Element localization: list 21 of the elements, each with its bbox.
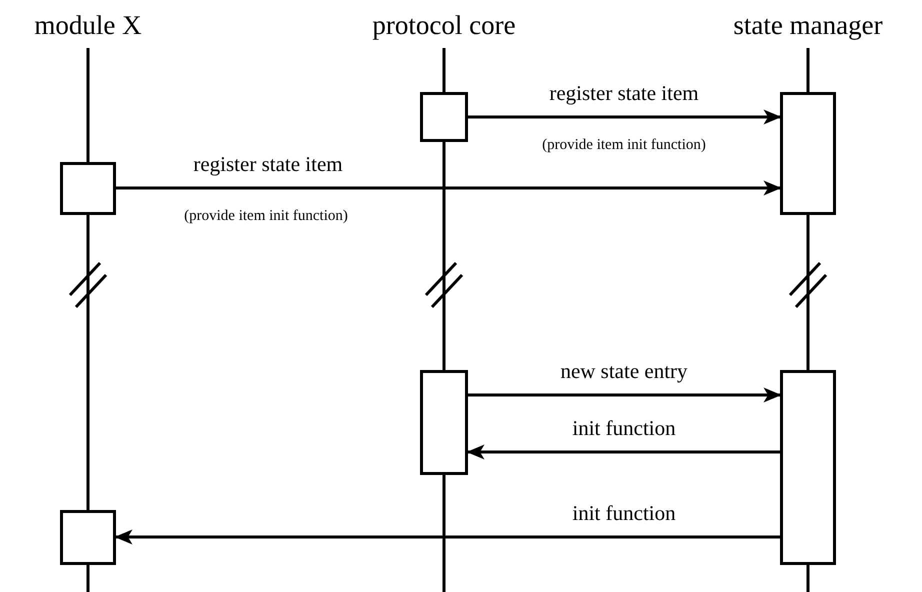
activation-box (780, 92, 836, 215)
edge-label: register state item (193, 152, 343, 176)
activation-box (60, 510, 116, 565)
activation-box (420, 92, 468, 142)
message-note: (provide item init function) (184, 207, 348, 225)
edge-label: register state item (549, 81, 699, 105)
edge-label: new state entry (560, 359, 688, 383)
edge-label: init function (572, 501, 676, 525)
lifeline-title: state manager (733, 8, 883, 42)
lifeline-title: module X (34, 8, 142, 42)
message-arrow (116, 180, 782, 196)
message-arrow (114, 530, 780, 544)
message-arrow (466, 444, 780, 460)
activation-box (420, 370, 468, 475)
message-arrow (468, 388, 782, 402)
activation-box (60, 162, 116, 215)
edge-label: init function (572, 416, 676, 440)
message-arrow (468, 110, 782, 124)
message-note: (provide item init function) (542, 136, 706, 154)
lifeline-title: protocol core (372, 8, 516, 42)
activation-box (780, 370, 836, 565)
